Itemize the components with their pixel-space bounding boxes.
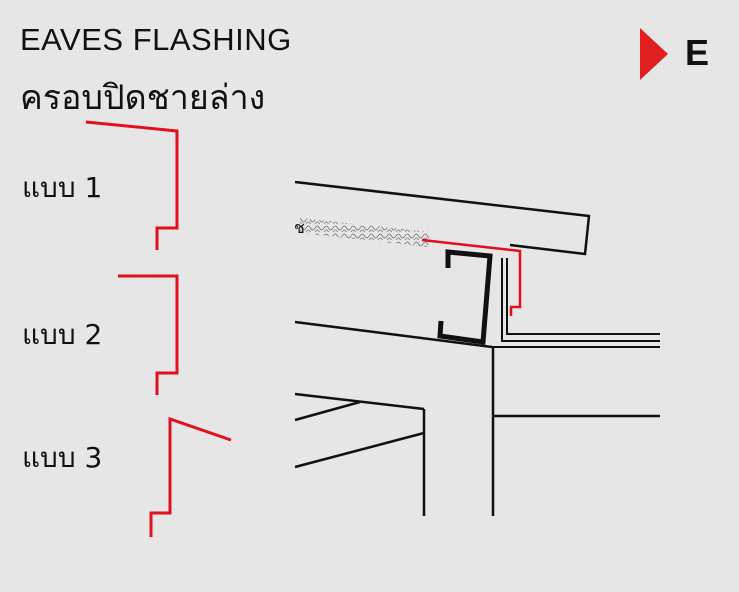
badge-letter: E [685, 32, 710, 73]
lower-structure-brace [294, 400, 361, 422]
fascia-outer-line [501, 258, 660, 342]
insulation-layer [300, 218, 430, 247]
beam-top-line [294, 320, 493, 349]
installed-flashing [421, 238, 522, 316]
type-2-label: แบบ 2 [22, 318, 103, 351]
type-3-label: แบบ 3 [22, 441, 103, 474]
title-thai: ครอบปิดชายล่าง [20, 78, 266, 118]
roof-sheet [294, 180, 591, 256]
flashing-profile-type-1 [85, 120, 179, 250]
title-english: EAVES FLASHING [20, 22, 292, 57]
red-triangle-icon [640, 28, 668, 80]
flashing-profile-type-2 [118, 274, 179, 395]
section-badge: E [640, 28, 720, 82]
insulation-end-mark: ช [294, 218, 305, 237]
flashing-profile-type-3 [149, 416, 232, 537]
lower-structure-diagonal [294, 431, 425, 469]
c-purlin [437, 249, 493, 345]
fascia-inner-line [506, 258, 660, 335]
type-1-label: แบบ 1 [22, 171, 103, 204]
